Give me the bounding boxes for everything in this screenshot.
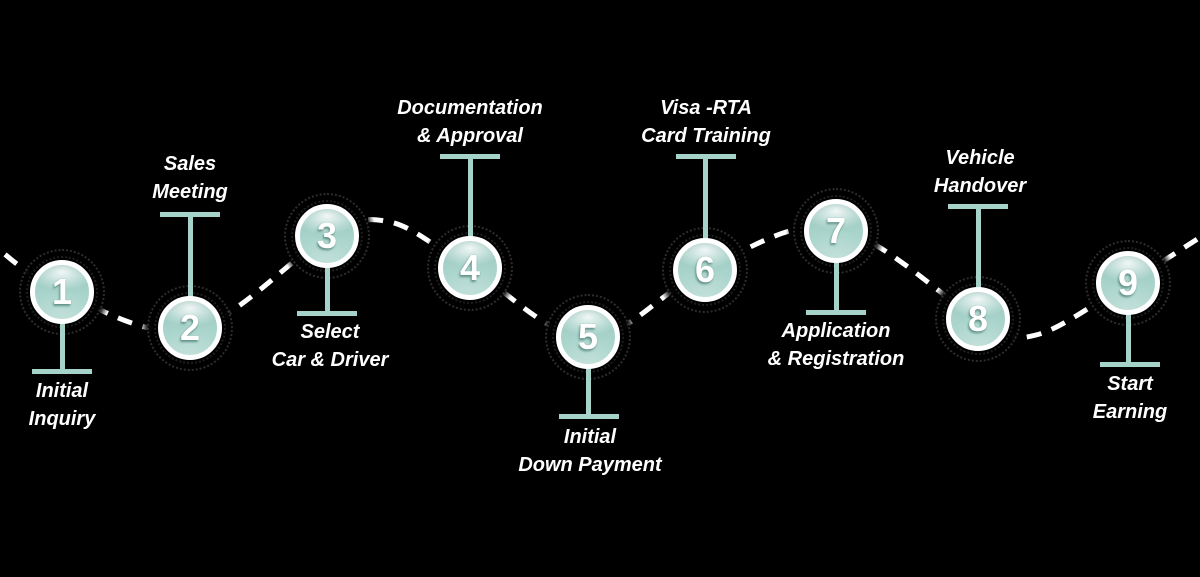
step-label-8: Vehicle Handover	[933, 147, 1027, 197]
step-circle-2: 2	[158, 296, 222, 360]
step-stem-bar	[440, 154, 500, 159]
step-label-7: Application & Registration	[767, 320, 905, 370]
step-label-6: Visa -RTA Card Training	[641, 97, 771, 147]
step-circle-5: 5	[556, 305, 620, 369]
step-number: 9	[1117, 262, 1139, 303]
step-circle-6: 6	[673, 238, 737, 302]
step-circle-3: 3	[295, 204, 359, 268]
step-label-3: Select Car & Driver	[271, 321, 389, 371]
step-label-1: Initial Inquiry	[28, 380, 96, 430]
step-stem	[468, 158, 473, 242]
step-number: 4	[459, 247, 481, 288]
step-stem-bar	[297, 311, 357, 316]
step-number: 1	[51, 271, 73, 312]
step-number: 3	[316, 215, 338, 256]
step-label-4: Documentation & Approval	[397, 97, 543, 147]
step-stem	[60, 318, 65, 372]
step-circle-8: 8	[946, 287, 1010, 351]
step-stem	[1126, 309, 1131, 366]
step-stem-bar	[948, 204, 1008, 209]
step-number: 6	[694, 249, 716, 290]
step-stem-bar	[160, 212, 220, 217]
step-circle-4: 4	[438, 236, 502, 300]
step-stem-bar	[32, 369, 92, 374]
step-number: 2	[179, 307, 201, 348]
step-circle-1: 1	[30, 260, 94, 324]
step-circle-9: 9	[1096, 251, 1160, 315]
step-stem	[834, 257, 839, 313]
step-number: 8	[967, 298, 989, 339]
step-circle-7: 7	[804, 199, 868, 263]
step-stem	[976, 208, 981, 291]
step-stem-bar	[559, 414, 619, 419]
step-stem	[325, 262, 330, 314]
step-stem	[586, 363, 591, 417]
step-label-5: Initial Down Payment	[518, 426, 662, 476]
step-label-9: Start Earning	[1092, 373, 1168, 423]
step-label-2: Sales Meeting	[152, 153, 228, 203]
step-stem	[188, 214, 193, 302]
step-number: 5	[577, 316, 599, 357]
step-number: 7	[825, 210, 847, 251]
step-stem	[703, 158, 708, 242]
step-stem-bar	[1100, 362, 1160, 367]
step-stem-bar	[806, 310, 866, 315]
step-stem-bar	[676, 154, 736, 159]
dashed-wave-path	[0, 217, 1200, 341]
